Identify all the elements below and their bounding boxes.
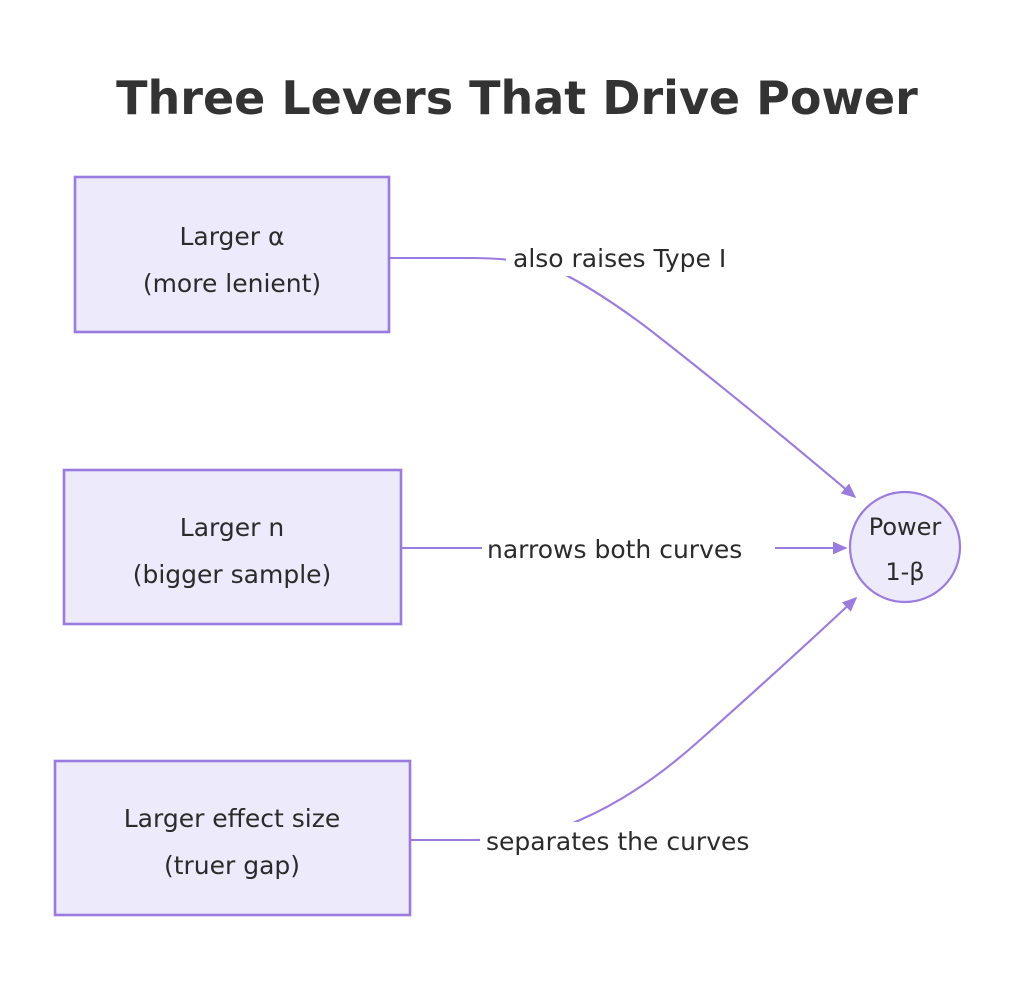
node-larger-effect-size[interactable]: Larger effect size (truer gap)	[53, 759, 412, 917]
edge-effect-to-power-label: separates the curves	[486, 827, 749, 856]
node-power[interactable]: Power 1-β	[848, 490, 962, 604]
node-power-circle[interactable]	[848, 490, 962, 604]
node-larger-alpha-line1: Larger α	[179, 222, 284, 251]
node-power-line1: Power	[869, 513, 942, 541]
node-larger-alpha-box[interactable]	[73, 175, 391, 334]
node-larger-n[interactable]: Larger n (bigger sample)	[62, 468, 403, 626]
node-larger-alpha-line2: (more lenient)	[143, 269, 321, 298]
page-title: Three Levers That Drive Power	[116, 71, 918, 125]
edge-effect-label-backdrop	[480, 822, 776, 858]
node-larger-alpha[interactable]: Larger α (more lenient)	[73, 175, 391, 334]
edge-alpha-to-power-path	[389, 256, 857, 498]
node-larger-effect-size-line2: (truer gap)	[164, 851, 300, 880]
node-larger-effect-size-line1: Larger effect size	[124, 804, 341, 833]
node-larger-n-line2: (bigger sample)	[133, 560, 332, 589]
node-larger-effect-size-box[interactable]	[53, 759, 412, 917]
edge-effect-to-power: separates the curves	[410, 596, 858, 858]
edge-alpha-to-power: also raises Type I	[389, 240, 857, 498]
edge-effect-to-power-path	[410, 596, 858, 842]
edge-sample-label-backdrop	[482, 530, 775, 566]
edge-alpha-label-backdrop	[506, 240, 750, 276]
node-power-line2: 1-β	[885, 558, 924, 586]
node-larger-n-line1: Larger n	[180, 513, 284, 542]
edge-sample-to-power-label: narrows both curves	[487, 535, 742, 564]
edge-alpha-to-power-label: also raises Type I	[513, 244, 726, 273]
edge-sample-to-power: narrows both curves	[401, 530, 848, 566]
node-larger-n-box[interactable]	[62, 468, 403, 626]
